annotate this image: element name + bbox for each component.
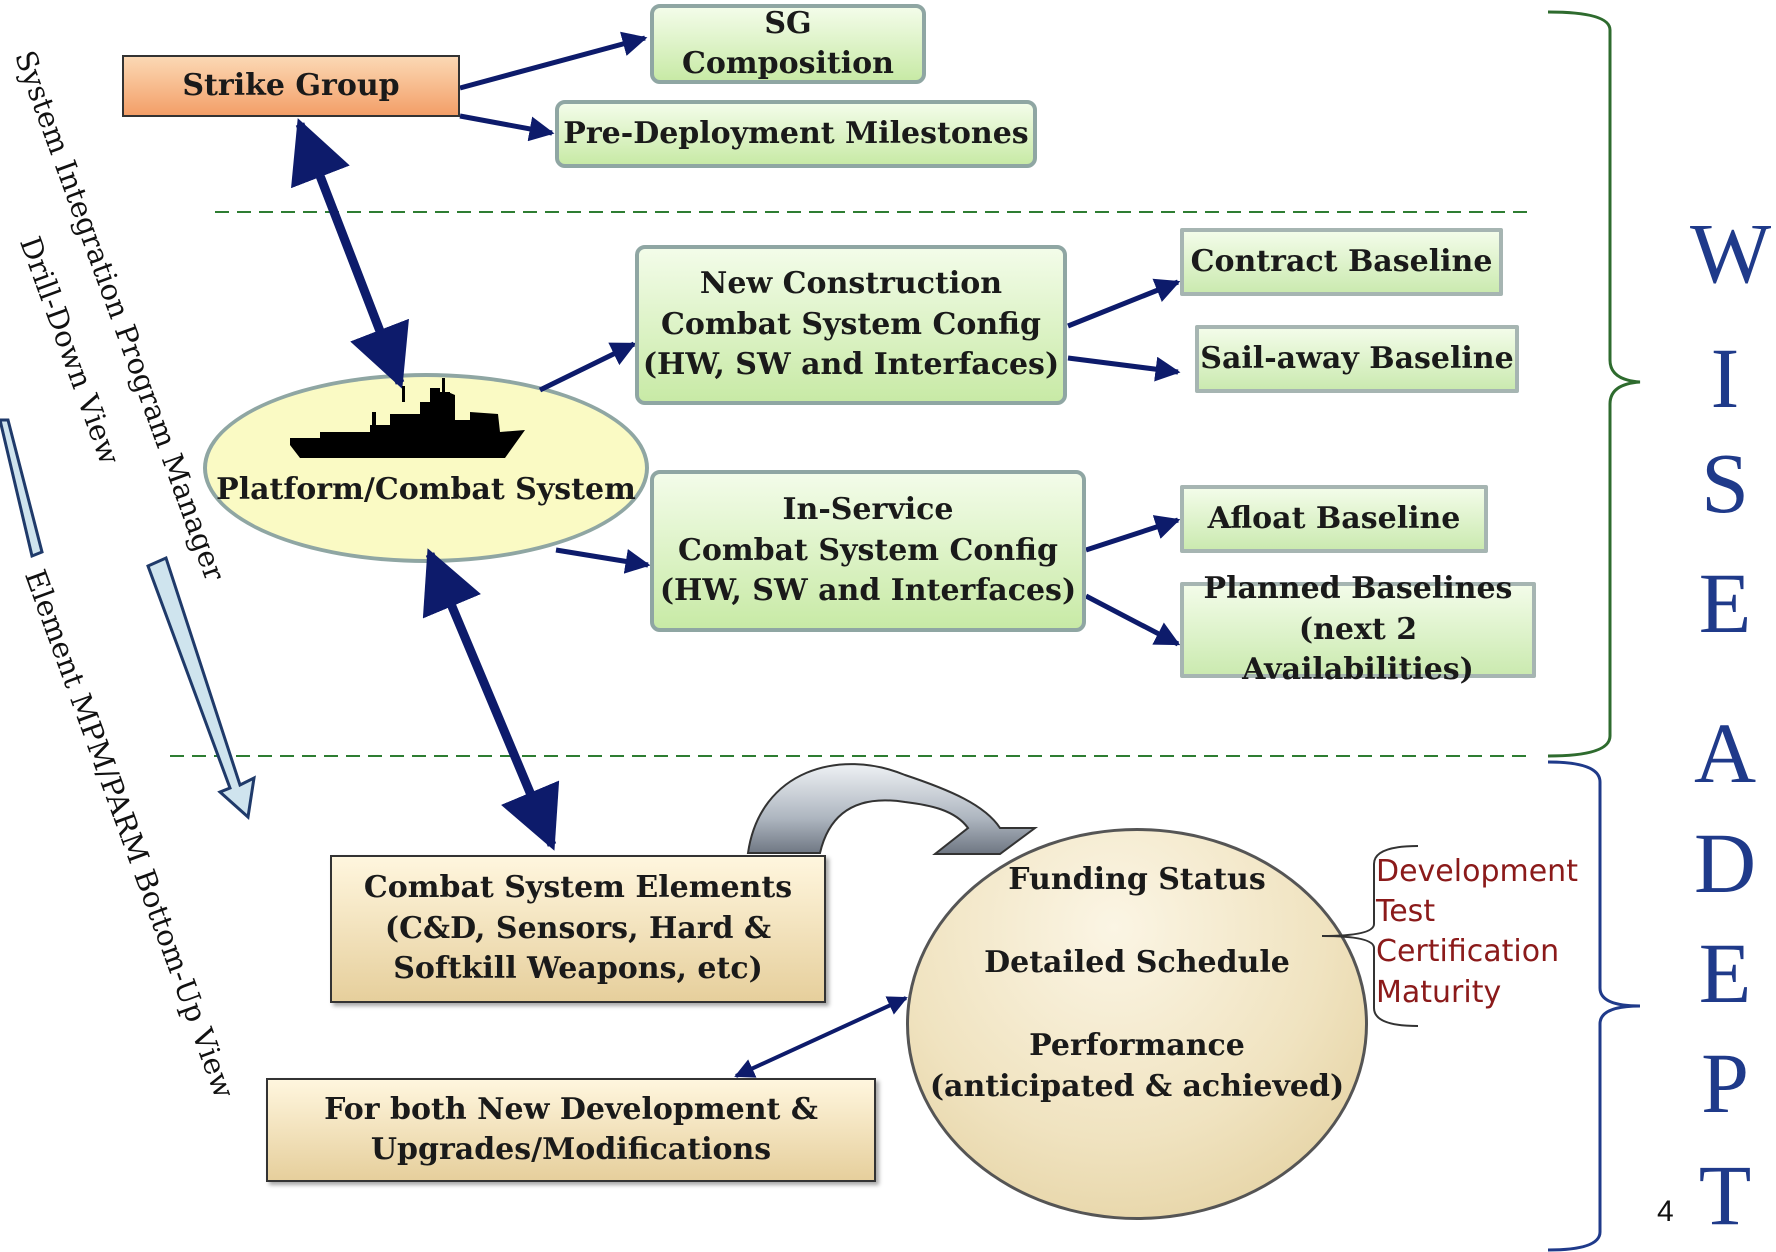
in-service-line2: Combat System Config	[678, 532, 1058, 568]
adept-letter-e: E	[1698, 925, 1752, 1021]
strike-group-label: Strike Group	[182, 67, 400, 103]
new-construction-box: New Construction Combat System Config (H…	[635, 245, 1067, 405]
maturity-item-development: Development	[1376, 854, 1578, 889]
adept-letter-a: A	[1693, 705, 1757, 801]
wise-brace	[1547, 10, 1641, 758]
adept-letter-d: D	[1693, 815, 1757, 911]
sg-composition-label: SG Composition	[682, 5, 894, 82]
planned-baselines-line2: (next 2 Availabilities)	[1242, 611, 1474, 688]
adept-brace	[1547, 760, 1641, 1252]
sailaway-baseline-label: Sail-away Baseline	[1200, 340, 1514, 376]
wise-letter-i: I	[1710, 330, 1740, 426]
arrow-sg-to-composition	[459, 31, 648, 91]
new-construction-line2: Combat System Config	[661, 306, 1041, 342]
ship-icon	[290, 378, 525, 458]
new-development-box: For both New Development & Upgrades/Modi…	[266, 1078, 876, 1182]
new-development-line2: Upgrades/Modifications	[370, 1132, 772, 1167]
strike-group-box: Strike Group	[122, 55, 460, 117]
in-service-box: In-Service Combat System Config (HW, SW …	[650, 470, 1086, 632]
detailed-schedule-label: Detailed Schedule	[984, 945, 1290, 980]
maturity-item-test: Test	[1376, 894, 1436, 930]
platform-label: Platform/Combat System	[216, 472, 636, 507]
adept-letter-t: T	[1698, 1147, 1752, 1243]
new-construction-line1: New Construction	[699, 266, 1003, 302]
maturity-list: Development Test Certification Maturity	[1376, 852, 1578, 1013]
adept-letter-p: P	[1701, 1035, 1749, 1131]
combat-elements-line1: Combat System Elements	[363, 870, 793, 906]
planned-baselines-line1: Planned Baselines	[1203, 571, 1513, 607]
contract-baseline-label: Contract Baseline	[1190, 243, 1493, 279]
in-service-line3: (HW, SW and Interfaces)	[659, 573, 1077, 609]
combat-elements-box: Combat System Elements (C&D, Sensors, Ha…	[330, 855, 826, 1003]
new-construction-line3: (HW, SW and Interfaces)	[642, 347, 1060, 383]
arrow-platform-to-inservice	[555, 547, 651, 574]
afloat-baseline-box: Afloat Baseline	[1180, 485, 1488, 553]
page-number: 4	[1657, 1195, 1674, 1228]
arrow-sg-to-predeployment	[459, 113, 555, 142]
sailaway-baseline-box: Sail-away Baseline	[1195, 325, 1519, 393]
in-service-line1: In-Service	[782, 492, 954, 528]
arrow-newcon-to-contract	[1067, 278, 1181, 329]
arrow-platform-to-newcon	[538, 341, 637, 393]
funding-status-label: Funding Status	[1008, 862, 1266, 897]
maturity-item-maturity: Maturity	[1376, 974, 1502, 1010]
performance-label: Performance (anticipated & achieved)	[906, 1026, 1368, 1107]
afloat-baseline-label: Afloat Baseline	[1207, 500, 1461, 536]
maturity-brace	[1321, 845, 1419, 1027]
arrow-newdev-to-circle	[734, 996, 908, 1078]
planned-baselines-box: Planned Baselines (next 2 Availabilities…	[1180, 571, 1536, 687]
pre-deployment-label: Pre-Deployment Milestones	[563, 115, 1029, 151]
new-development-line1: For both New Development &	[324, 1091, 818, 1127]
wise-letter-e: E	[1698, 555, 1752, 651]
sg-composition-box: SG Composition	[650, 4, 926, 84]
pre-deployment-box: Pre-Deployment Milestones	[555, 100, 1037, 168]
metrics-circle	[906, 828, 1368, 1220]
wise-letter-s: S	[1701, 435, 1749, 531]
maturity-item-certification: Certification	[1376, 934, 1560, 970]
arrow-newcon-to-sailaway	[1067, 355, 1181, 382]
contract-baseline-box: Contract Baseline	[1180, 228, 1503, 296]
performance-line1: Performance	[1029, 1028, 1245, 1063]
curved-gray-arrow	[746, 763, 1039, 855]
performance-line2: (anticipated & achieved)	[929, 1068, 1345, 1104]
double-arrow-platform-elements	[422, 548, 560, 851]
combat-elements-line2: (C&D, Sensors, Hard &	[384, 910, 772, 946]
element-hollow-arrow	[0, 418, 44, 559]
double-arrow-sg-platform	[291, 118, 409, 389]
sipm-hollow-arrow	[146, 555, 256, 820]
combat-elements-line3: Softkill Weapons, etc)	[393, 951, 763, 987]
arrow-inservice-to-planned	[1084, 593, 1181, 647]
wise-letter-w: W	[1690, 205, 1772, 301]
arrow-inservice-to-afloat	[1085, 515, 1181, 553]
